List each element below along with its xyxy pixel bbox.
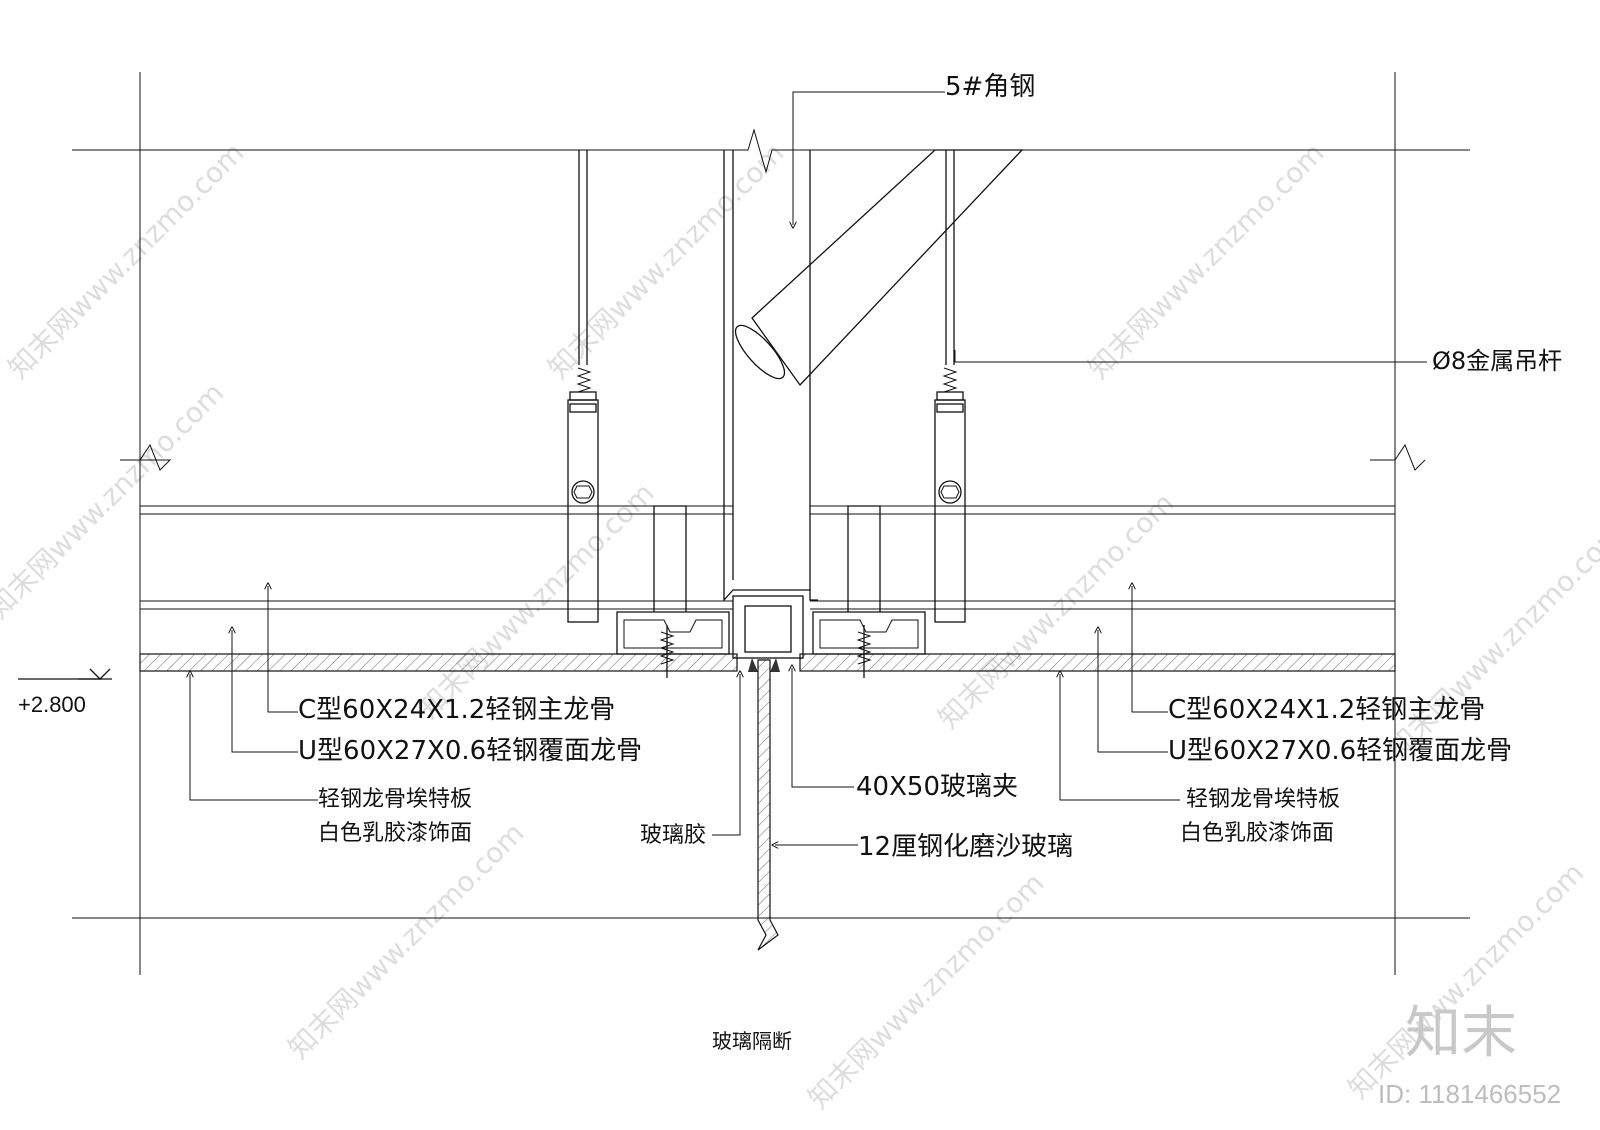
brand-id: ID: 1181466552 — [1378, 1079, 1561, 1109]
level-mark-text: +2.800 — [18, 692, 86, 717]
brand-watermark: 知末 ID: 1181466552 — [1378, 1001, 1561, 1109]
watermark-layer: 知末网www.znzmo.com 知末网www.znzmo.com 知末网www… — [0, 136, 1600, 1115]
label-angle-steel: 5#角钢 — [945, 72, 1035, 102]
glass-clip — [732, 595, 804, 659]
label-glass-glue: 玻璃胶 — [640, 823, 706, 848]
watermark-text: 知末网www.znzmo.com — [282, 816, 531, 1065]
label-right-u-keel: U型60X27X0.6轻钢覆面龙骨 — [1168, 736, 1512, 766]
annotation-labels: 5#角钢 Ø8金属吊杆 C型60X24X1.2轻钢主龙骨 U型60X27X0.6… — [298, 72, 1562, 1053]
watermark-text: 知末网www.znzmo.com — [1082, 136, 1331, 385]
label-glass-clip: 40X50玻璃夹 — [856, 772, 1018, 802]
level-mark: +2.800 — [18, 668, 112, 717]
watermark-text: 知末网www.znzmo.com — [1382, 516, 1600, 765]
label-hanger-rod: Ø8金属吊杆 — [1432, 347, 1562, 375]
tempered-glass — [757, 659, 779, 951]
label-left-c-keel: C型60X24X1.2轻钢主龙骨 — [298, 695, 615, 725]
label-glass: 12厘钢化磨沙玻璃 — [858, 832, 1073, 862]
u-keel-right — [812, 611, 926, 655]
c-keel-left — [653, 505, 687, 612]
leader-lines — [190, 91, 1427, 845]
c-keel-right — [847, 505, 881, 612]
watermark-text: 知末网www.znzmo.com — [932, 486, 1181, 735]
glass-glue — [748, 658, 780, 672]
brand-logo: 知末 — [1405, 1001, 1517, 1066]
watermark-text: 知末网www.znzmo.com — [0, 376, 230, 625]
hanger-rod-right — [934, 150, 966, 623]
label-left-board-2: 白色乳胶漆饰面 — [318, 821, 472, 846]
angle-steel-brace — [734, 149, 1024, 387]
u-keel-left — [616, 611, 730, 655]
label-right-board-1: 轻钢龙骨埃特板 — [1186, 787, 1340, 812]
watermark-text: 知末网www.znzmo.com — [802, 866, 1051, 1115]
label-left-board-1: 轻钢龙骨埃特板 — [318, 787, 472, 812]
watermark-text: 知末网www.znzmo.com — [1342, 856, 1591, 1105]
drawing-title: 玻璃隔断 — [712, 1029, 792, 1053]
label-left-u-keel: U型60X27X0.6轻钢覆面龙骨 — [298, 736, 642, 766]
frame-lines — [72, 72, 1470, 975]
label-right-c-keel: C型60X24X1.2轻钢主龙骨 — [1168, 695, 1485, 725]
watermark-text: 知末网www.znzmo.com — [2, 136, 251, 385]
steel-post — [723, 150, 818, 602]
hanger-rod-left — [567, 150, 599, 623]
screw-right — [856, 625, 872, 678]
screw-left — [659, 625, 675, 678]
label-right-board-2: 白色乳胶漆饰面 — [1180, 821, 1334, 846]
